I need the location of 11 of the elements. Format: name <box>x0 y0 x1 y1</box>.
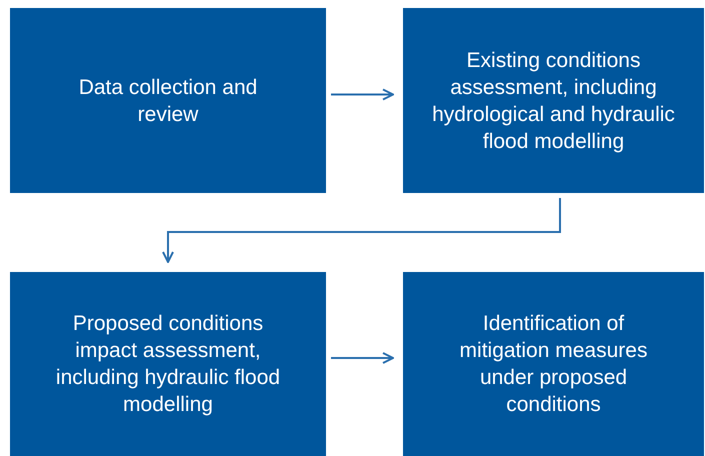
box-label: Existing conditions assessment, including hydrological and hydraulic flood modelling <box>431 48 676 154</box>
arrow <box>331 352 394 364</box>
box-label: Proposed conditions impact assessment, including hydraulic flood modelling <box>54 311 282 418</box>
process-box <box>403 272 704 456</box>
box-label: Data collection and review <box>78 74 258 128</box>
arrow <box>162 198 561 263</box>
box-label: Identification of mitigation measures under proposed conditions <box>458 311 648 418</box>
process-box <box>10 8 326 193</box>
process-box <box>403 8 704 193</box>
process-box <box>10 272 326 456</box>
arrow <box>331 88 394 100</box>
